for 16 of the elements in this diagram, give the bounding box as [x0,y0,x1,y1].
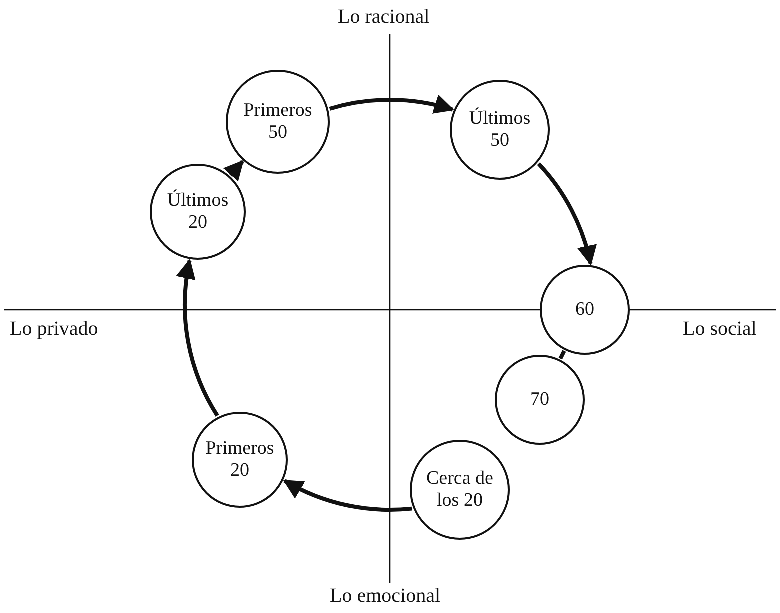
arrow [329,96,455,116]
arrow [223,160,244,182]
arrow [537,162,596,266]
axis-label: Lo racional [338,6,430,29]
arrow [177,258,220,417]
age-label: 70 [530,389,550,411]
age-label: 60 [576,299,594,321]
axis-label: Lo privado [10,318,98,341]
age-label: Cerca de los 20 [426,468,494,512]
age-label: Últimos 20 [166,190,230,234]
age-label: Primeros 50 [242,100,314,144]
age-label: Últimos 50 [468,108,532,152]
axis-label: Lo social [683,318,757,341]
age-label: Primeros 20 [204,438,276,482]
arrow [283,479,412,512]
axis-label: Lo emocional [330,585,441,608]
